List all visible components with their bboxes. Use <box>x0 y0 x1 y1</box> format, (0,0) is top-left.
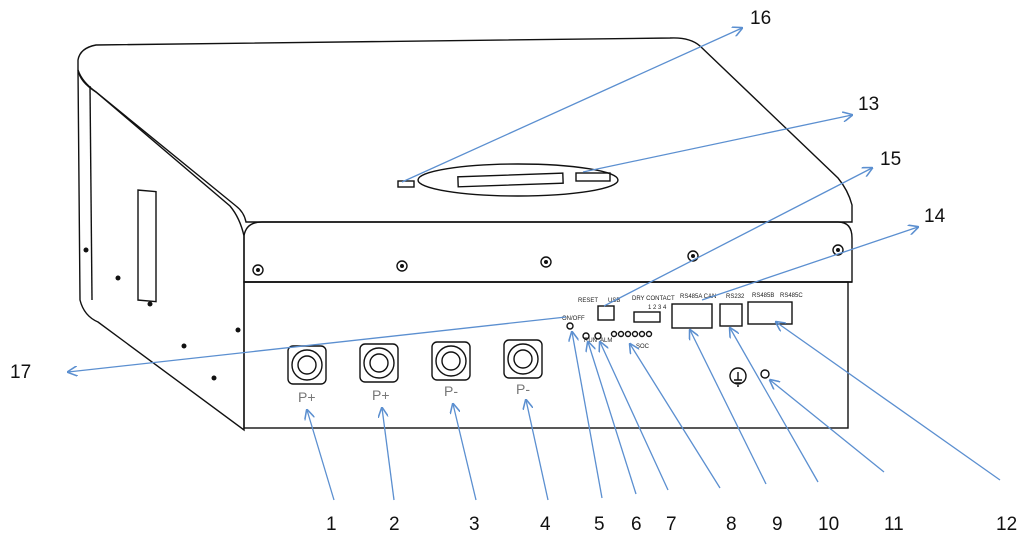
label-on-off: ON/OFF <box>562 316 585 322</box>
callout-8: 8 <box>726 514 737 535</box>
leader-10 <box>730 328 819 483</box>
alm-led <box>594 332 602 340</box>
rs485a-can-port <box>671 303 713 329</box>
leader-11 <box>770 380 885 473</box>
dry-contact-port <box>633 311 661 323</box>
label-rs232: RS232 <box>726 294 745 300</box>
port-label-2: P+ <box>372 387 390 403</box>
rs232-port <box>719 303 743 327</box>
callout-11: 11 <box>884 514 904 535</box>
callout-15: 15 <box>880 149 901 170</box>
callout-9: 9 <box>772 514 783 535</box>
leader-14 <box>701 227 918 301</box>
top-switch <box>397 180 415 188</box>
leader-lines <box>68 28 1001 501</box>
connector-p2 <box>359 343 399 383</box>
callout-1: 1 <box>326 514 337 535</box>
label-rs485a-can: RS485A CAN <box>680 294 716 300</box>
callout-10: 10 <box>818 514 839 535</box>
label-soc: SOC <box>636 344 650 350</box>
leader-13 <box>582 115 852 173</box>
connector-p1 <box>287 345 327 385</box>
run-led <box>582 332 590 340</box>
callout-5: 5 <box>594 514 605 535</box>
label-rs485c: RS485C <box>780 293 803 299</box>
callout-3: 3 <box>469 514 480 535</box>
port-label-4: P- <box>516 381 530 397</box>
callout-13: 13 <box>858 94 879 115</box>
ground-terminal <box>729 367 747 385</box>
leader-6 <box>588 342 637 495</box>
leader-12 <box>776 322 1001 481</box>
front-bezel <box>243 221 853 283</box>
port-label-3: P- <box>444 383 458 399</box>
label-alm: ALM <box>600 338 612 344</box>
ground-screw <box>760 369 770 379</box>
top-display-recess <box>417 163 619 197</box>
front-panel <box>243 281 849 429</box>
comm-panel: RESET USB DRY CONTACT 1 2 3 4 RS485A CAN… <box>562 293 803 387</box>
connector-p4 <box>503 339 543 379</box>
leader-8 <box>630 344 721 489</box>
usb-port <box>597 305 615 321</box>
callout-17: 17 <box>10 362 31 383</box>
leader-7 <box>600 342 669 491</box>
enclosure-left-side <box>77 69 245 432</box>
leader-17 <box>68 316 567 372</box>
soc-leds <box>610 330 653 338</box>
leader-5 <box>572 332 603 499</box>
enclosure <box>77 37 853 432</box>
callout-6: 6 <box>631 514 642 535</box>
enclosure-top <box>77 37 853 223</box>
leader-3 <box>453 404 477 501</box>
callout-12: 12 <box>996 514 1017 535</box>
label-dry-contact-pins: 1 2 3 4 <box>648 305 667 311</box>
callout-4: 4 <box>540 514 551 535</box>
callout-14: 14 <box>924 206 946 227</box>
leader-16 <box>401 28 742 183</box>
callout-numbers: 1 2 3 4 5 6 7 8 9 10 11 12 13 14 15 16 1… <box>10 8 1017 535</box>
callout-7: 7 <box>666 514 677 535</box>
label-reset: RESET <box>578 298 598 304</box>
bezel-screws <box>252 244 844 276</box>
callout-2: 2 <box>389 514 400 535</box>
leader-9 <box>690 330 767 485</box>
side-screws <box>83 247 241 381</box>
port-label-1: P+ <box>298 389 316 405</box>
connector-p3 <box>431 341 471 381</box>
power-connectors: P+ P+ P- P- <box>287 339 543 405</box>
leader-15 <box>603 168 872 307</box>
rs485-bc-port <box>747 301 793 325</box>
label-rs485b: RS485B <box>752 293 774 299</box>
callout-16: 16 <box>750 8 771 29</box>
leader-2 <box>382 408 395 501</box>
label-dry-contact: DRY CONTACT <box>632 296 675 302</box>
side-vent <box>137 189 157 303</box>
on-off-button <box>566 322 574 330</box>
top-buttons <box>575 172 611 182</box>
leader-1 <box>307 410 335 501</box>
leader-4 <box>526 400 549 501</box>
top-display-window <box>457 172 564 188</box>
